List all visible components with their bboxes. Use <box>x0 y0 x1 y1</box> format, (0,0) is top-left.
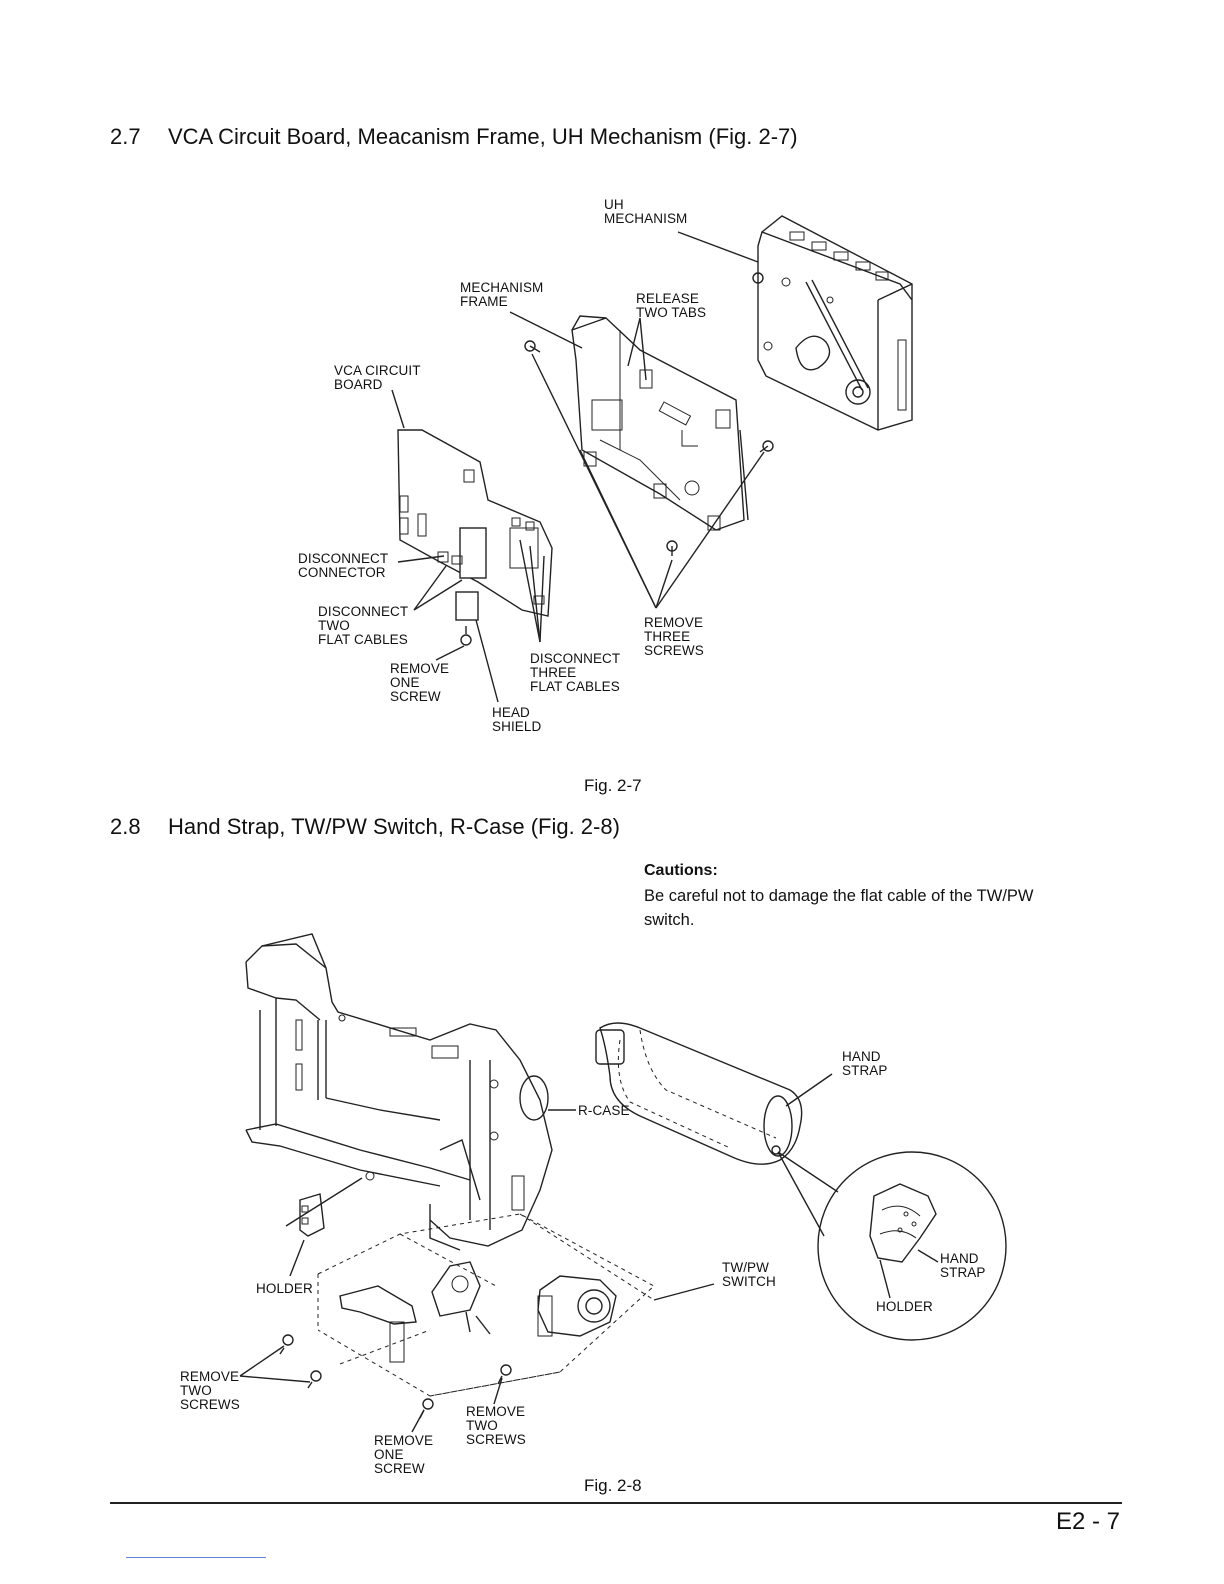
cautions-text: Be careful not to damage the flat cable … <box>644 887 1034 929</box>
section-number: 2.8 <box>110 814 141 839</box>
holder-part-drawing <box>299 1193 325 1237</box>
figure-caption-2-8: Fig. 2-8 <box>584 1476 642 1495</box>
cautions-title: Cautions: <box>644 862 718 879</box>
scan-artifact-line <box>126 1557 266 1558</box>
page-number: E2 - 7 <box>1055 1508 1120 1535</box>
dashed-alignment-lines <box>317 1213 655 1397</box>
chassis-frame-drawing <box>245 933 553 1251</box>
switch-bracket-drawing <box>339 1261 491 1363</box>
leader-lines-fig28 <box>239 1073 939 1433</box>
label-holder: HOLDER <box>256 1281 313 1296</box>
inset-detail-drawing <box>777 1151 1007 1341</box>
tw-pw-switch-drawing <box>537 1275 617 1337</box>
screws-fig28 <box>279 1334 512 1419</box>
section-title: Hand Strap, TW/PW Switch, R-Case (Fig. 2… <box>168 814 620 839</box>
footer-rule <box>110 1502 1122 1504</box>
section-heading-2-8: 2.8 Hand Strap, TW/PW Switch, R-Case (Fig… <box>110 814 620 840</box>
label-r-case: R-CASE <box>578 1103 630 1118</box>
mechanism-frame-drawing <box>571 315 749 531</box>
vca-circuit-board-drawing <box>397 429 553 621</box>
leader-lines-fig27 <box>391 231 765 703</box>
label-holder-inset: HOLDER <box>876 1299 933 1314</box>
uh-mechanism-drawing <box>752 215 913 431</box>
hand-strap-drawing <box>595 1022 803 1165</box>
figure-caption-2-7: Fig. 2-7 <box>584 776 642 795</box>
screws-fig27 <box>460 340 774 646</box>
section-number: 2.7 <box>110 124 141 149</box>
section-title: VCA Circuit Board, Meacanism Frame, UH M… <box>168 124 798 149</box>
section-heading-2-7: 2.7 VCA Circuit Board, Meacanism Frame, U… <box>110 124 798 150</box>
